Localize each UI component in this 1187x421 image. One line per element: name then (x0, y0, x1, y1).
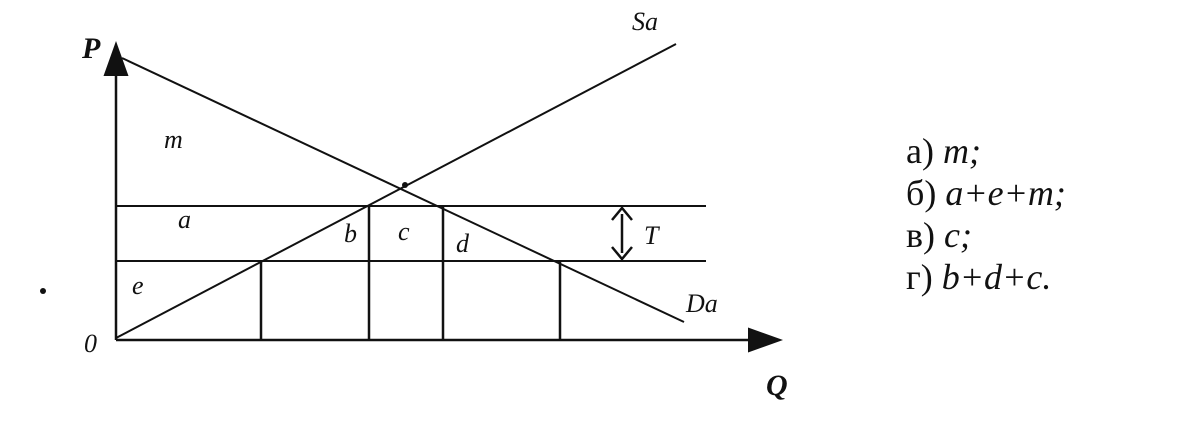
option-d: г) b+d+c. (906, 256, 1066, 298)
stray-dot (40, 288, 46, 294)
supply-curve (115, 43, 677, 339)
option-marker: а) (906, 131, 934, 171)
quantity-axis-label: Q (766, 369, 788, 402)
option-marker: г) (906, 257, 933, 297)
option-expression: m; (942, 131, 981, 171)
tariff-label: T (644, 221, 660, 250)
area-label-b: b (344, 219, 357, 248)
option-expression: a+e+m; (945, 173, 1066, 213)
area-label-m: m (164, 125, 183, 154)
demand-curve (121, 57, 685, 323)
option-c: в) c; (906, 214, 1066, 256)
origin-label: 0 (84, 329, 97, 358)
option-a: а) m; (906, 130, 1066, 172)
area-label-c: c (398, 217, 410, 246)
supply-curve-label: Sa (632, 7, 658, 36)
demand-curve-label: Da (685, 289, 718, 318)
tariff-arrow-up-head (611, 206, 633, 221)
option-b: б) a+e+m; (906, 172, 1066, 214)
area-label-d: d (456, 229, 470, 258)
area-label-a: a (178, 205, 191, 234)
supply-demand-diagram: P Q 0 Sa Da m a b c d e T (81, 7, 788, 402)
area-label-e: e (132, 271, 144, 300)
option-expression: b+d+c. (941, 257, 1052, 297)
option-marker: б) (906, 173, 937, 213)
option-expression: c; (944, 215, 972, 255)
tariff-arrow-down-head (611, 246, 633, 261)
equilibrium-point (402, 182, 408, 188)
answer-options: а) m; б) a+e+m; в) c; г) b+d+c. (906, 130, 1066, 298)
option-marker: в) (906, 215, 935, 255)
price-axis-label: P (81, 32, 101, 65)
